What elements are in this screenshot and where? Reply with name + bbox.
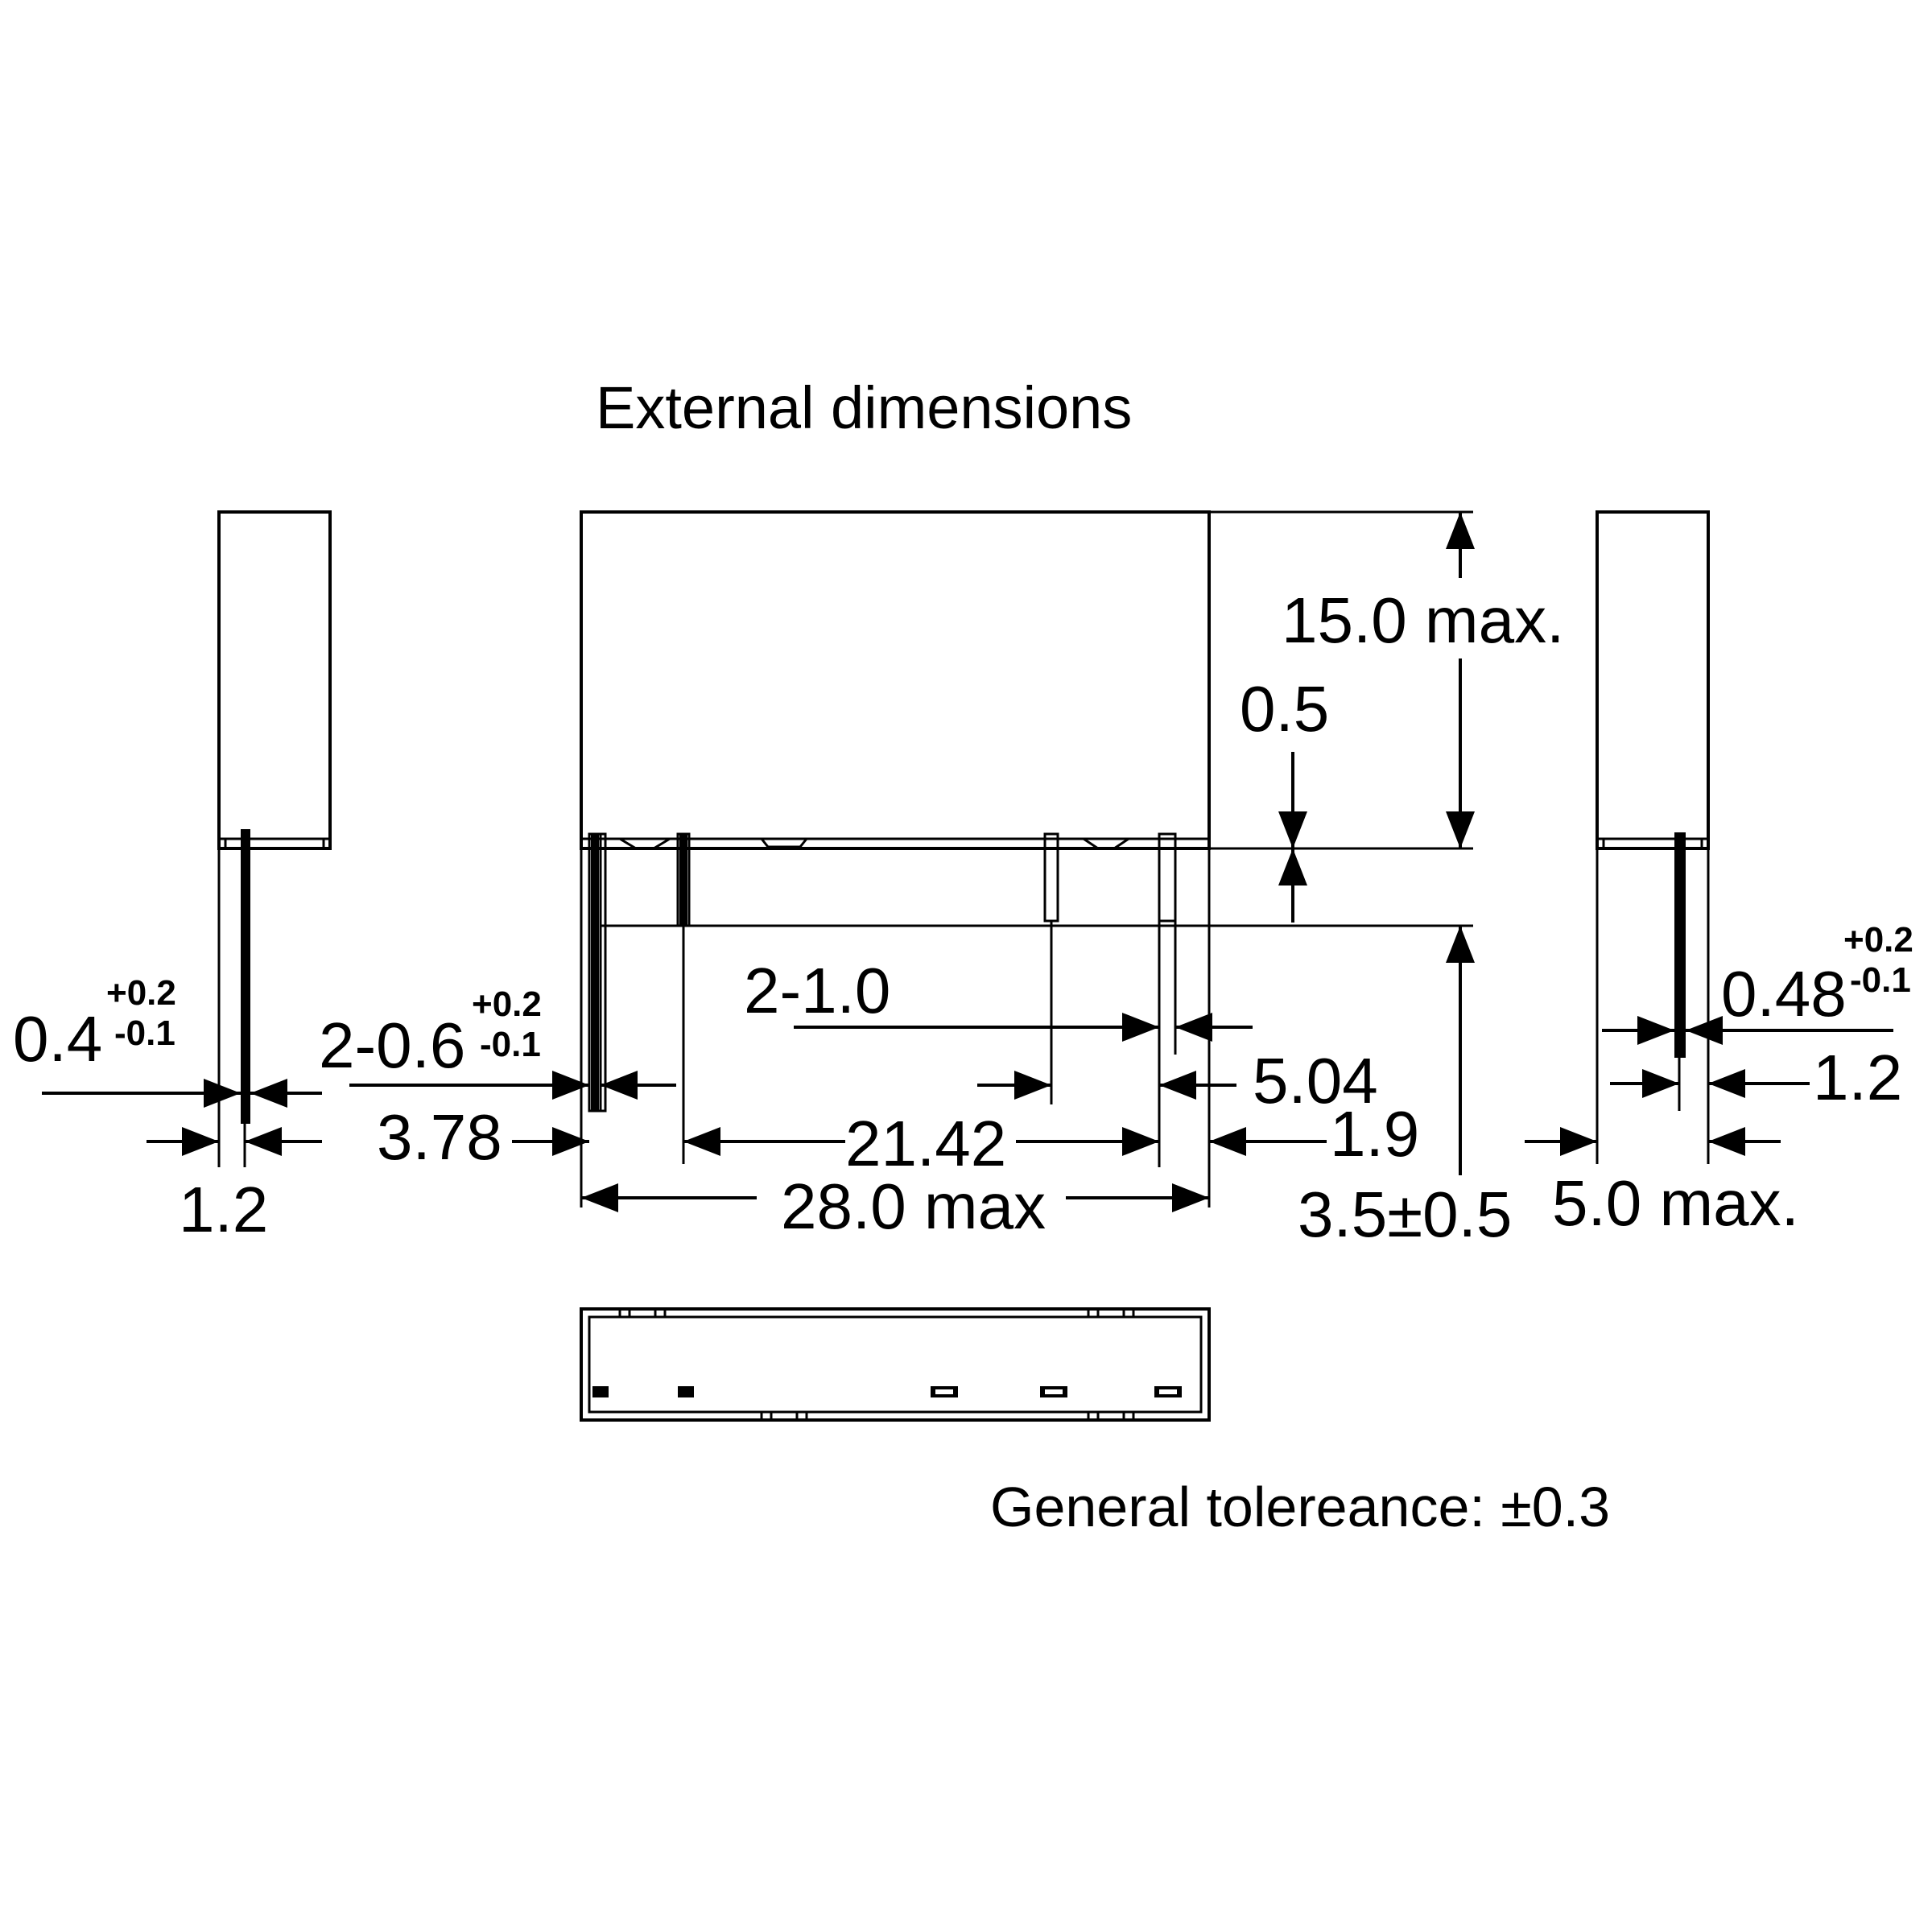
left-view-body — [217, 510, 332, 850]
front-lead-4 — [1158, 832, 1177, 923]
front-lead-length: 3.5±0.5 — [1298, 1179, 1512, 1250]
front-height-max: 15.0 max. — [1282, 584, 1564, 656]
left-side-view: 0.4 +0.2 -0.1 1.2 — [13, 510, 332, 1245]
front-pin-width-2: 2-1.0 — [744, 955, 890, 1026]
front-span-right: 5.04 — [1253, 1045, 1378, 1117]
right-side-view: 0.48 +0.2 -0.1 1.2 5.0 max. — [1525, 510, 1913, 1239]
bottom-view — [580, 1307, 1211, 1422]
right-lead-width-tol-minus: -0.1 — [1850, 960, 1911, 1000]
front-pin-width: 2-0.6 — [319, 1009, 465, 1081]
front-offset-left: 3.78 — [377, 1101, 502, 1173]
right-lead-width-tol-plus: +0.2 — [1843, 920, 1913, 960]
front-view: 15.0 max. 0.5 2-1.0 2-0.6 +0.2 -0.1 5.04… — [319, 510, 1564, 1250]
left-lead-width: 0.4 — [13, 1003, 102, 1075]
right-width-max: 5.0 max. — [1552, 1167, 1799, 1239]
bottom-view-outline — [580, 1307, 1211, 1422]
front-span-main: 21.42 — [845, 1108, 1006, 1179]
drawing-title: External dimensions — [596, 374, 1132, 441]
bottom-pad-1 — [592, 1386, 609, 1397]
front-offset-right: 1.9 — [1330, 1098, 1419, 1170]
front-standoff: 0.5 — [1240, 673, 1329, 745]
bottom-pad-2 — [678, 1386, 694, 1397]
left-lead-width-tol-plus: +0.2 — [106, 973, 176, 1013]
front-view-body — [580, 510, 1211, 850]
right-lead-width: 0.48 — [1721, 958, 1847, 1030]
front-length-max: 28.0 max — [781, 1170, 1046, 1242]
right-lead-pitch: 1.2 — [1813, 1042, 1902, 1113]
right-view-body — [1596, 510, 1710, 850]
front-pin-width-tol-minus: -0.1 — [480, 1025, 541, 1064]
left-lead-pitch: 1.2 — [179, 1174, 268, 1245]
left-lead-width-tol-minus: -0.1 — [114, 1013, 175, 1053]
front-pin-width-tol-plus: +0.2 — [472, 985, 542, 1024]
left-view-lead — [241, 829, 250, 1124]
right-view-lead — [1674, 832, 1686, 1058]
general-tolerance-note: General tolereance: ±0.3 — [990, 1476, 1610, 1538]
